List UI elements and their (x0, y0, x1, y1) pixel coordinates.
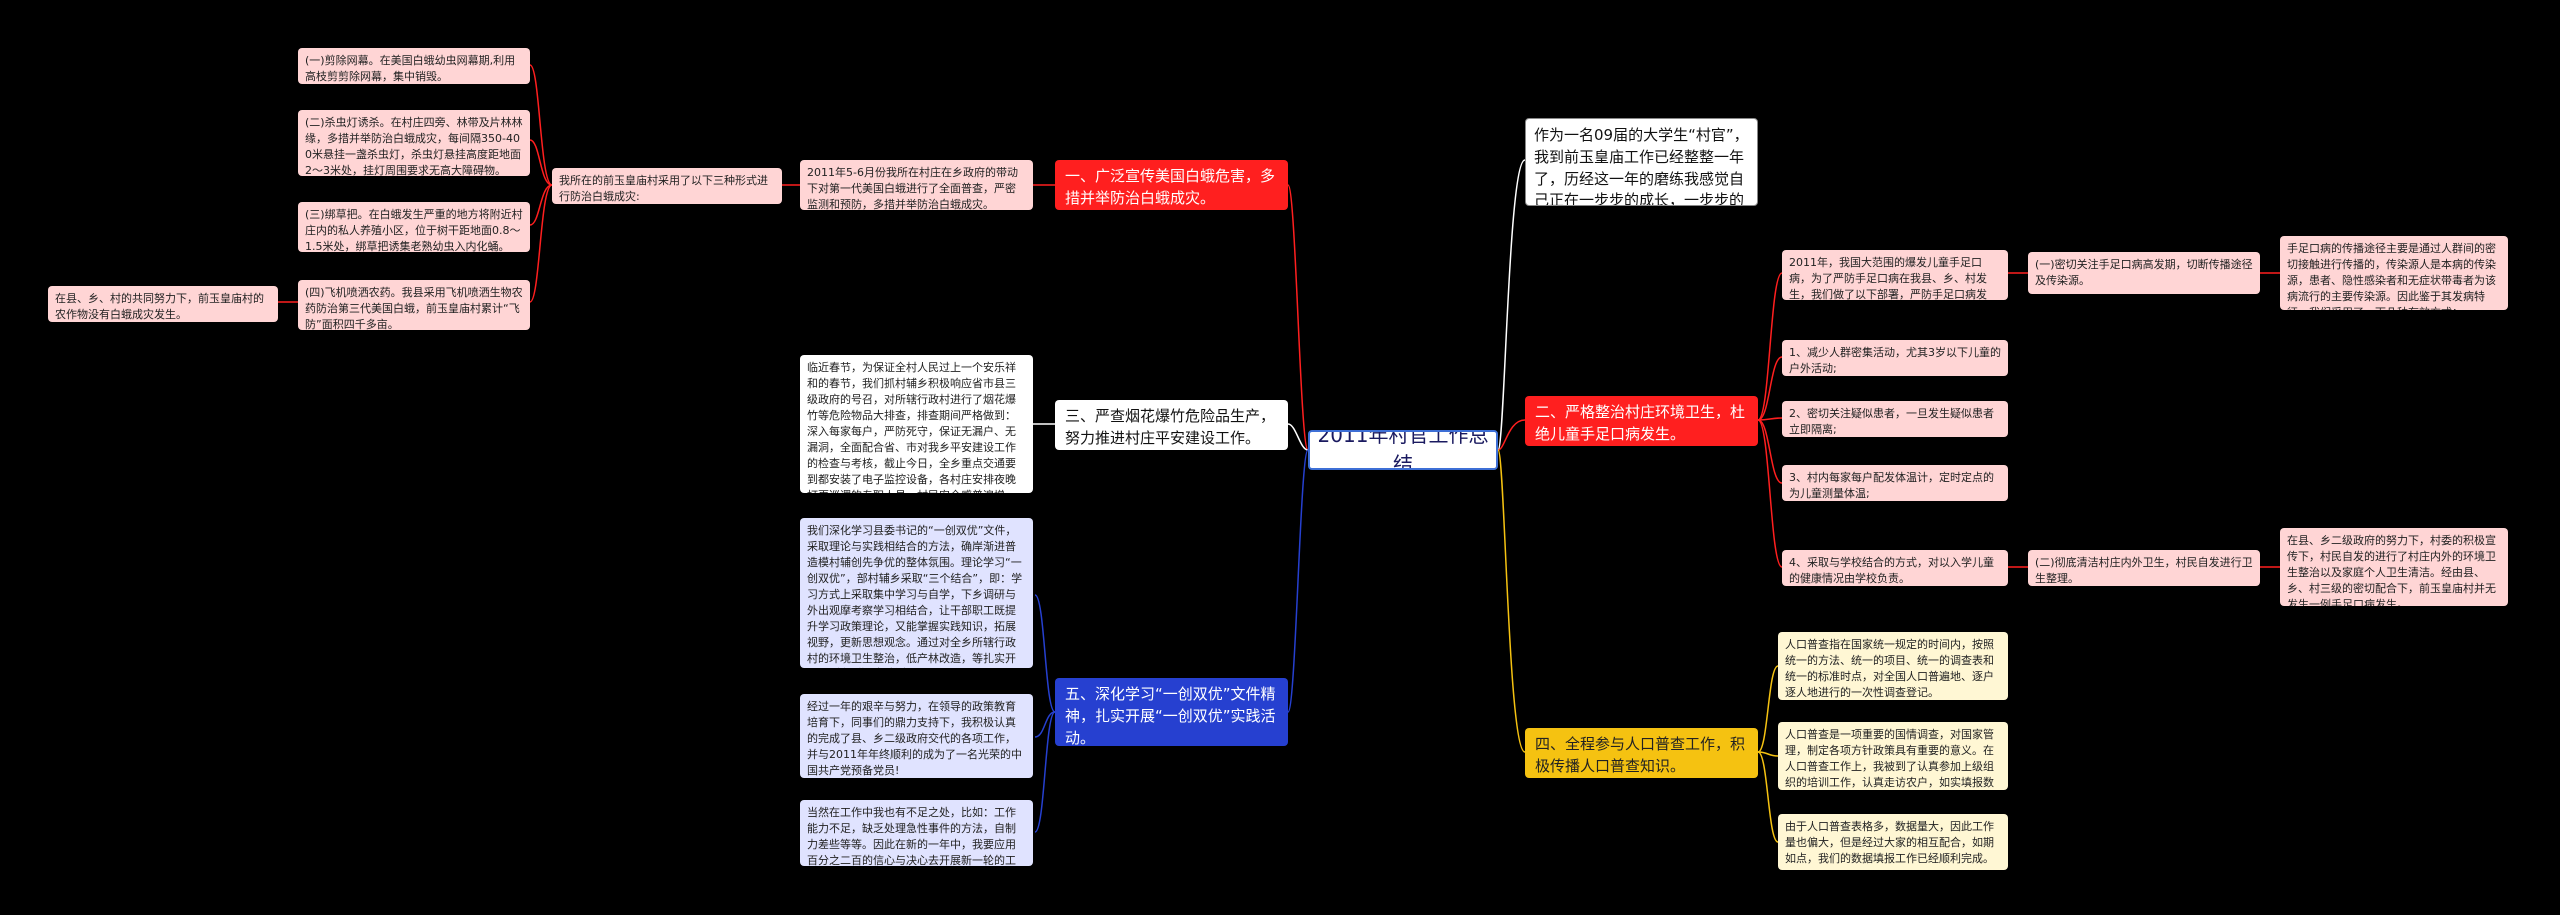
hfmd-sub-transmission[interactable]: (一)密切关注手足口病高发期，切断传播途径及传染源。 (2028, 252, 2260, 294)
hfmd-sanitation-detail[interactable]: 在县、乡二级政府的努力下，村委的积极宣传下，村民自发的进行了村庄内外的环境卫生整… (2280, 528, 2508, 606)
hfmd-measure-4[interactable]: 4、采取与学校结合的方式，对以入学儿童的健康情况由学校负责。 (1782, 550, 2008, 586)
moth-result[interactable]: 在县、乡、村的共同努力下，前玉皇庙村的农作物没有白蛾成灾发生。 (48, 286, 278, 322)
branch-one-create-two-excel[interactable]: 五、深化学习“一创双优”文件精神，扎实开展“一创双优”实践活动。 (1055, 678, 1288, 746)
shortcomings-note[interactable]: 当然在工作中我也有不足之处，比如：工作能力不足，缺乏处理急性事件的方法，自制力差… (800, 800, 1033, 866)
branch-hand-foot-mouth[interactable]: 二、严格整治村庄环境卫生，杜绝儿童手足口病发生。 (1525, 396, 1758, 446)
hfmd-measure-2[interactable]: 2、密切关注疑似患者，一旦发生疑似患者立即隔离; (1782, 401, 2008, 437)
hfmd-sub-sanitation[interactable]: (二)彻底清洁村庄内外卫生，村民自发进行卫生整理。 (2028, 550, 2260, 586)
hfmd-measure-1[interactable]: 1、减少人群密集活动，尤其3岁以下儿童的户外活动; (1782, 340, 2008, 376)
hfmd-transmission-detail[interactable]: 手足口病的传播途径主要是通过人群间的密切接触进行传播的，传染源人是本病的传染源，… (2280, 236, 2508, 310)
moth-methods-intro[interactable]: 我所在的前玉皇庙村采用了以下三种形式进行防治白蛾成灾: (552, 168, 782, 204)
census-completion[interactable]: 由于人口普查表格多，数据量大，因此工作量也偏大，但是经过大家的相互配合，如期如点… (1778, 814, 2008, 870)
branch-census[interactable]: 四、全程参与人口普查工作，积极传播人口普查知识。 (1525, 728, 1758, 778)
fireworks-detail[interactable]: 临近春节，为保证全村人民过上一个安乐祥和的春节，我们抓村辅乡积极响应省市县三级政… (800, 355, 1033, 493)
moth-survey-detail[interactable]: 2011年5-6月份我所在村庄在乡政府的带动下对第一代美国白蛾进行了全面普查，严… (800, 160, 1033, 210)
census-importance[interactable]: 人口普查是一项重要的国情调查，对国家管理，制定各项方针政策具有重要的意义。在人口… (1778, 722, 2008, 790)
root-topic[interactable]: 2011年村官工作总结 (1308, 430, 1498, 470)
moth-method-aerial-spray[interactable]: (四)飞机喷洒农药。我县采用飞机喷洒生物农药防治第三代美国白蛾，前玉皇庙村累计“… (298, 280, 530, 330)
intro-note[interactable]: 作为一名09届的大学生“村官”，我到前玉皇庙工作已经整整一年了，历经这一年的磨练… (1525, 118, 1758, 206)
hfmd-outbreak-note[interactable]: 2011年，我国大范围的爆发儿童手足口病，为了严防手足口病在我县、乡、村发生，我… (1782, 250, 2008, 300)
moth-method-insect-lamp[interactable]: (二)杀虫灯诱杀。在村庄四旁、林带及片林林缘，多措并举防治白蛾成灾，每间隔350… (298, 110, 530, 176)
moth-method-net-removal[interactable]: (一)剪除网幕。在美国白蛾幼虫网幕期,利用高枝剪剪除网幕，集中销毁。 (298, 48, 530, 84)
hfmd-measure-3[interactable]: 3、村内每家每户配发体温计，定时定点的为儿童测量体温; (1782, 465, 2008, 501)
moth-method-straw-bundle[interactable]: (三)绑草把。在白蛾发生严重的地方将附近村庄内的私人养殖小区，位于树干距地面0.… (298, 202, 530, 252)
branch-moth-prevention[interactable]: 一、广泛宣传美国白蛾危害，多措并举防治白蛾成灾。 (1055, 160, 1288, 210)
study-practice-note[interactable]: 我们深化学习县委书记的“一创双优”文件，采取理论与实践相结合的方法，确岸渐进普造… (800, 518, 1033, 668)
party-member-note[interactable]: 经过一年的艰辛与努力，在领导的政策教育培育下，同事们的鼎力支持下，我积极认真的完… (800, 694, 1033, 778)
census-definition[interactable]: 人口普查指在国家统一规定的时间内，按照统一的方法、统一的项目、统一的调查表和统一… (1778, 632, 2008, 700)
branch-fireworks-safety[interactable]: 三、严查烟花爆竹危险品生产，努力推进村庄平安建设工作。 (1055, 400, 1288, 450)
